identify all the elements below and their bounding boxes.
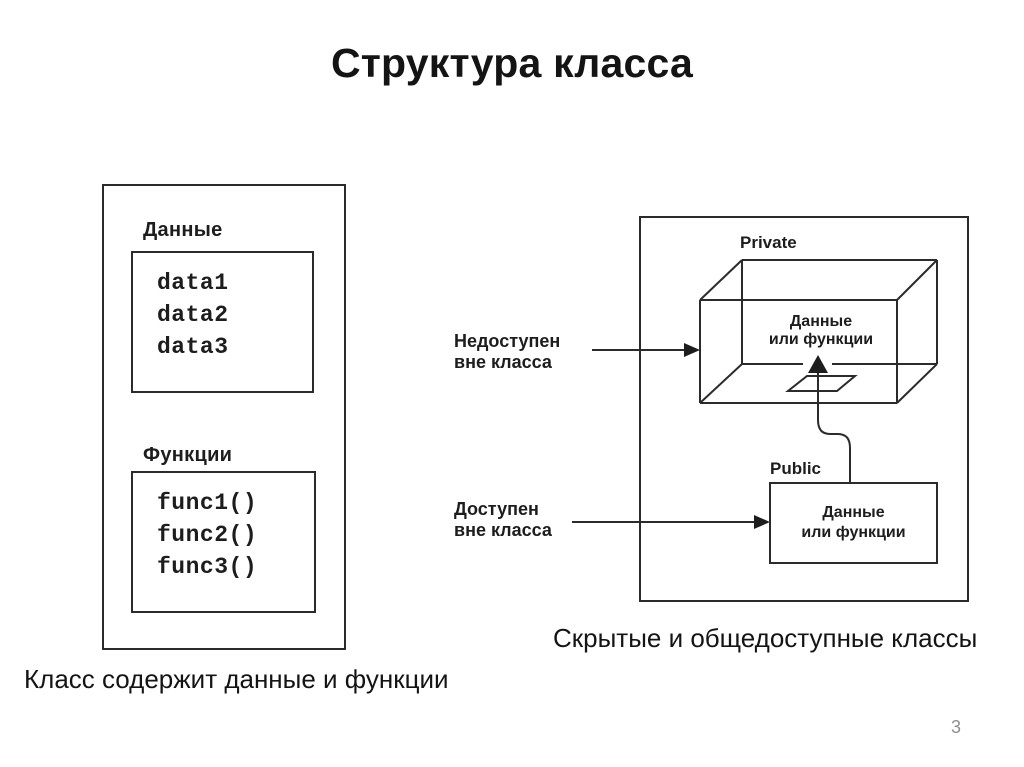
private-access-arrow — [592, 343, 700, 357]
access-diagram: Private Данные или функции Public Данные… — [440, 210, 980, 610]
function-member: func1() — [157, 490, 258, 516]
functions-section-label: Функции — [143, 444, 233, 466]
private-3d-box — [699, 259, 938, 404]
function-member: func2() — [157, 522, 258, 548]
public-arrow-label: Доступен вне класса — [454, 499, 552, 540]
data-member: data1 — [157, 270, 229, 296]
data-member: data2 — [157, 302, 229, 328]
data-members-box: data1 data2 data3 — [131, 251, 314, 393]
class-structure-box: Данные data1 data2 data3 Функции func1()… — [102, 184, 346, 650]
public-label: Public — [770, 459, 822, 478]
public-box — [769, 482, 938, 564]
trapdoor-shape — [785, 355, 858, 392]
public-box-content: Данные или функции — [801, 504, 906, 541]
left-diagram-caption: Класс содержит данные и функции — [24, 664, 449, 694]
private-label: Private — [740, 233, 797, 252]
right-arrowhead-icon — [684, 343, 700, 357]
function-member: func3() — [157, 554, 258, 580]
private-box-content: Данные или функции — [768, 313, 874, 348]
access-diagram-drawing — [572, 216, 969, 602]
data-section-label: Данные — [143, 219, 223, 241]
page-number: 3 — [950, 717, 961, 737]
function-members-box: func1() func2() func3() — [131, 471, 316, 613]
right-arrowhead-icon — [754, 515, 770, 529]
class-boundary-box — [639, 216, 969, 602]
page-title: Структура класса — [330, 40, 694, 86]
public-access-arrow — [572, 515, 770, 529]
data-member: data3 — [157, 334, 229, 360]
up-arrow-icon — [808, 355, 828, 373]
connector-line — [817, 391, 851, 483]
private-arrow-label: Недоступен вне класса — [454, 331, 561, 372]
right-diagram-caption: Скрытые и общедоступные классы — [553, 623, 978, 653]
